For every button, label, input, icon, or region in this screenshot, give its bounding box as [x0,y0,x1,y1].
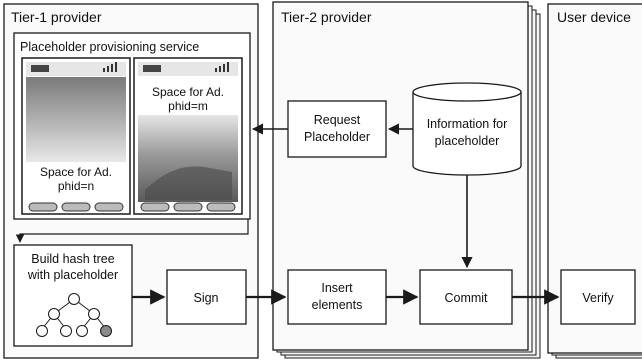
flow-arrows [15,123,560,305]
phone-left-softkeys [28,202,124,212]
build-hash-tree-box: Build hash tree with placeholder [13,244,133,347]
tier2-lane-title: Tier-2 provider [281,9,372,25]
insert-elements-box: Insert elements [287,269,387,325]
hash-tree-icon [36,293,112,337]
arrow-service-to-hash-tree [15,219,249,243]
battery-icon [143,65,161,72]
sign-label: Sign [193,291,218,305]
phone-left: Space for Ad. phid=n [21,57,131,215]
insert-elements-line1: Insert [321,281,353,295]
info-database-line2: placeholder [435,134,500,148]
phone-right-softkeys [140,202,236,212]
ad-slot-left [26,162,126,202]
verify-box: Verify [560,269,636,325]
ad-slot-right-line1: Space for Ad. [152,85,224,99]
info-database-cylinder: Information for placeholder [412,82,522,176]
signal-icon [215,62,229,72]
insert-elements-line2: elements [312,298,363,312]
ad-slot-right-line2: phid=m [168,99,208,113]
ad-slot-right [138,77,238,115]
build-hash-tree-line2: with placeholder [27,268,118,282]
commit-box: Commit [419,269,513,325]
ad-slot-left-line1: Space for Ad. [40,165,112,179]
verify-label: Verify [582,291,614,305]
photo-left [26,77,126,162]
sign-box: Sign [166,269,247,325]
tier1-lane-title: Tier-1 provider [11,9,102,25]
phone-right: Space for Ad. phid=m [133,57,243,215]
placeholder-service-box: Placeholder provisioning service Space f… [13,32,251,220]
commit-label: Commit [444,291,488,305]
request-placeholder-line2: Placeholder [304,130,370,144]
signal-icon [103,62,117,72]
ad-slot-left-line2: phid=n [58,179,94,193]
user-lane-title: User device [557,9,631,25]
build-hash-tree-line1: Build hash tree [31,252,114,266]
battery-icon [31,65,49,72]
info-database-line1: Information for [427,117,508,131]
request-placeholder-line1: Request [314,113,361,127]
placeholder-service-title: Placeholder provisioning service [20,40,199,54]
request-placeholder-box: Request Placeholder [287,100,387,158]
